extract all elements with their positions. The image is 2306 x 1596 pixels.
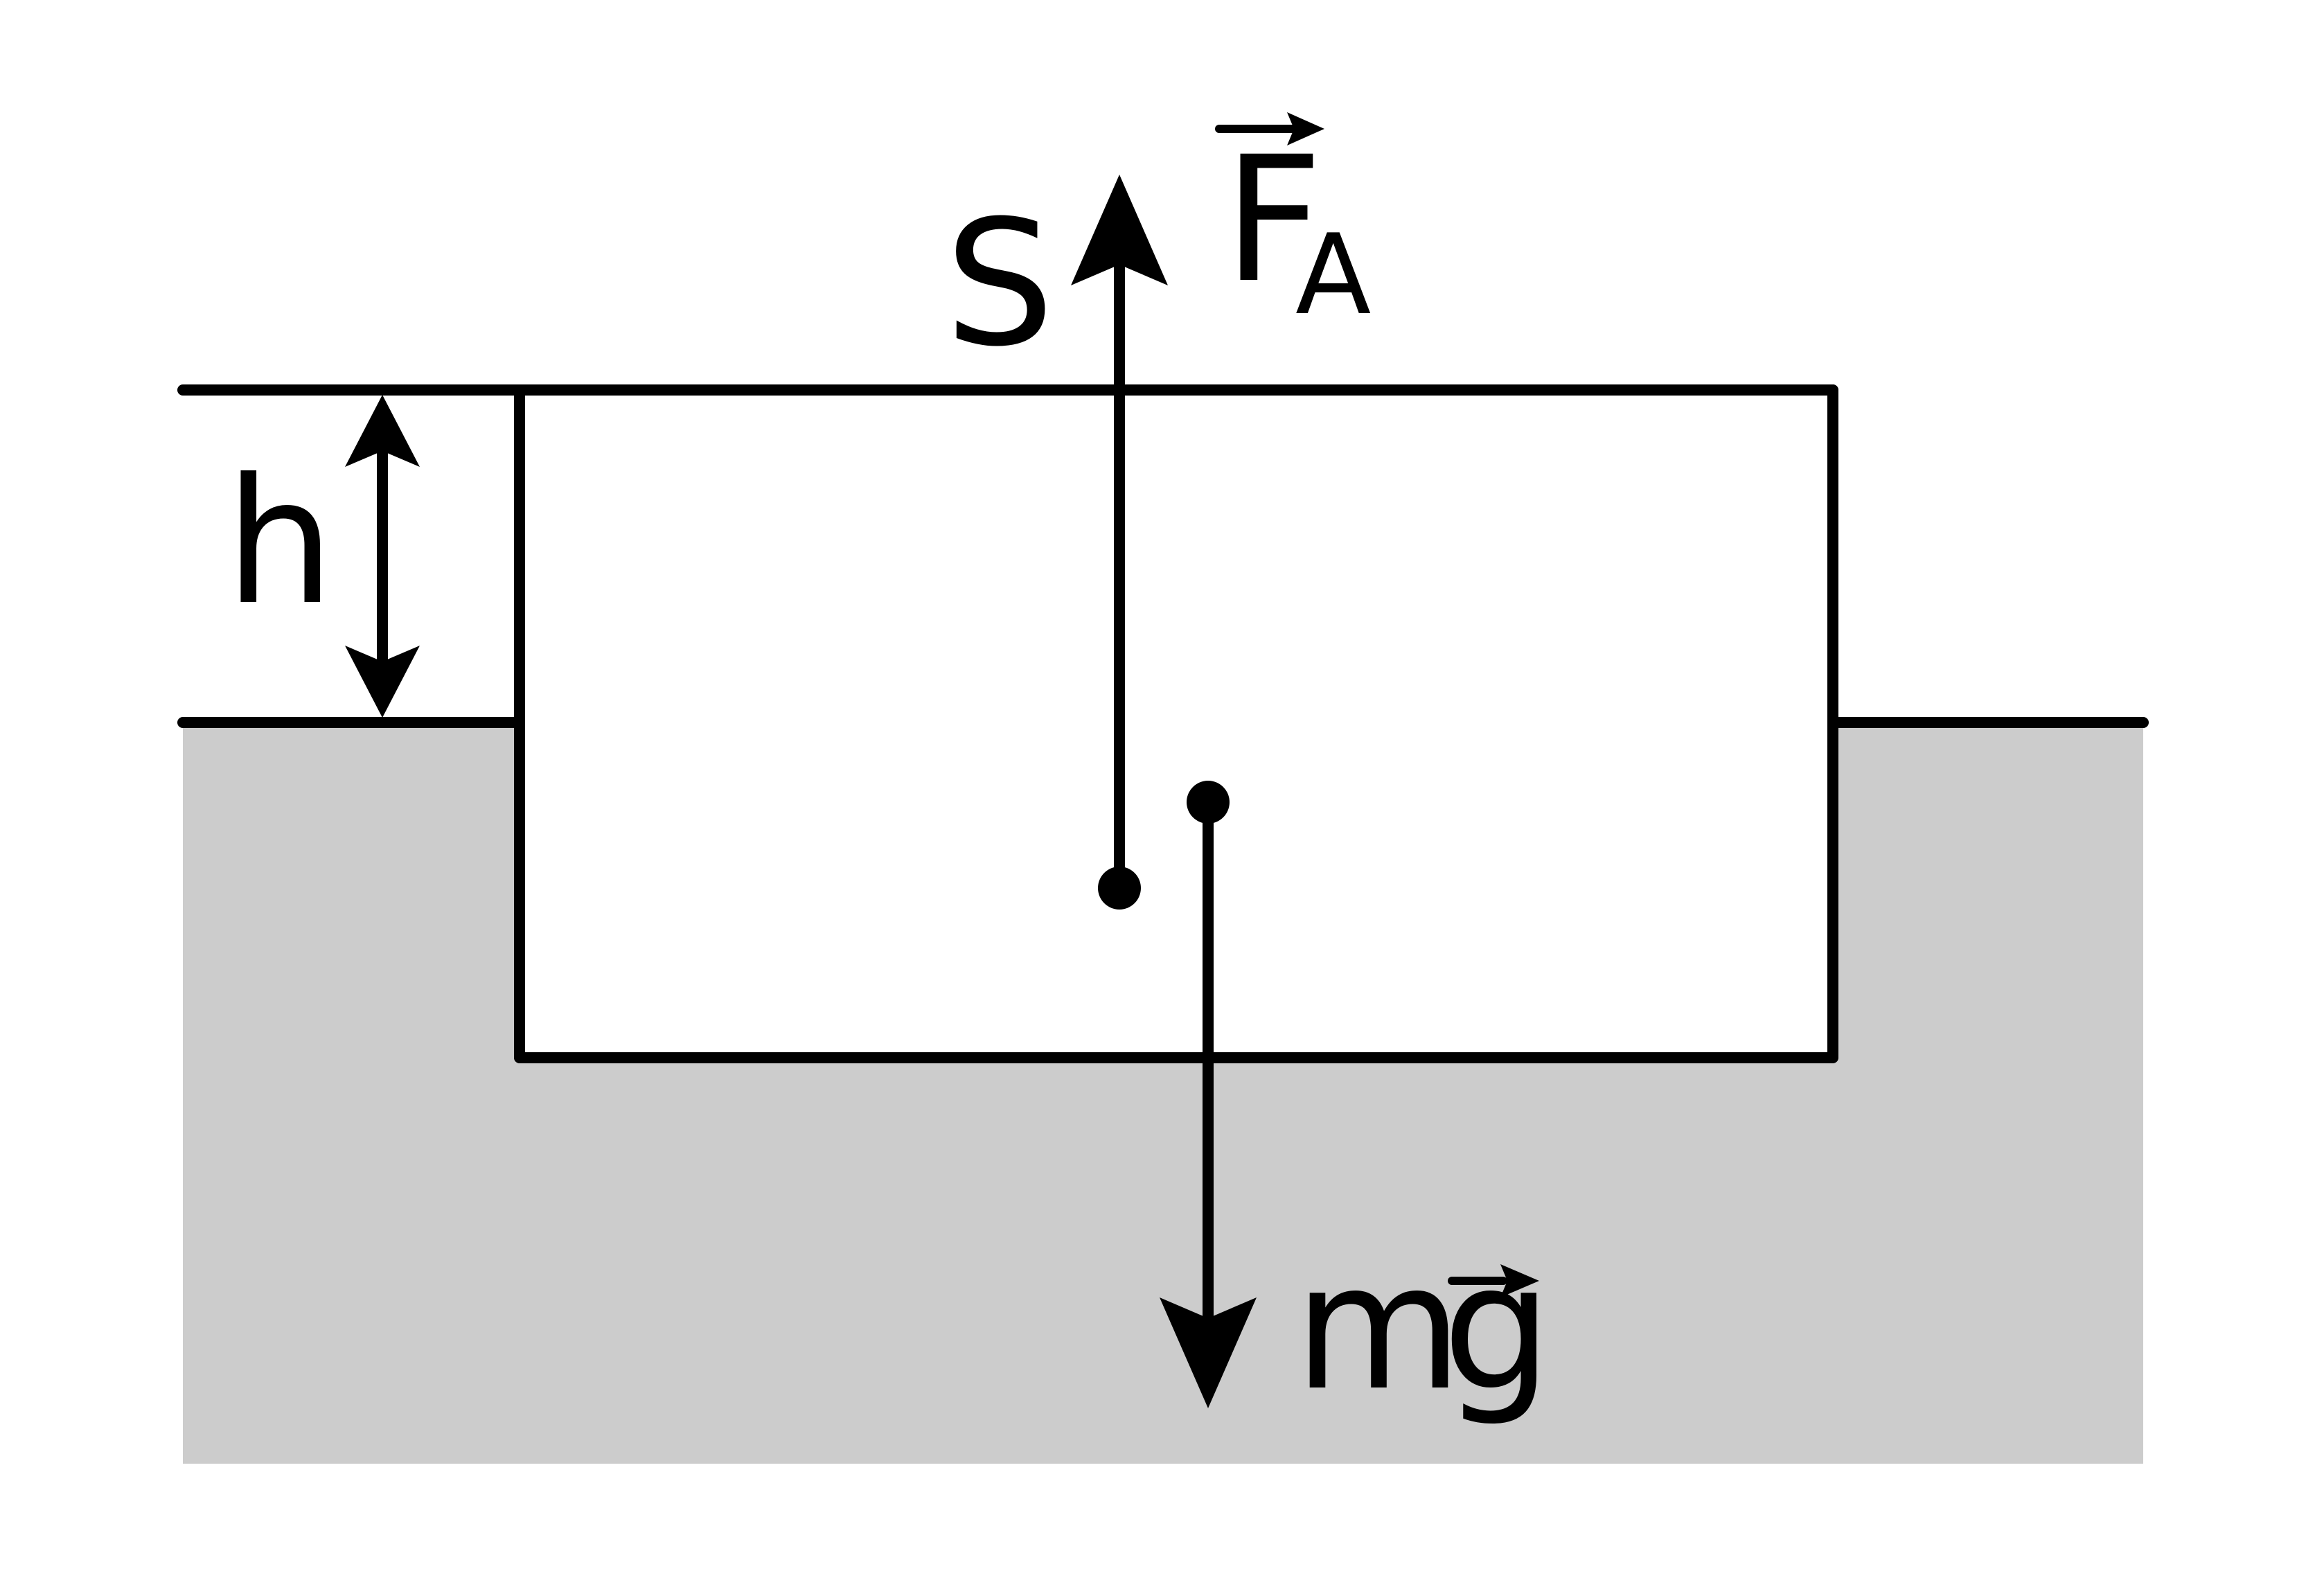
floating-block [514,384,1838,1063]
weight-mass-symbol: m [1294,1227,1463,1428]
weight-label: m g [1294,1227,1552,1428]
depth-dimension-arrow [345,395,420,718]
weight-arrow [1160,781,1257,1408]
buoyant-force-subscript: A [1295,210,1371,339]
vector-arrowhead-icon [1500,1264,1539,1297]
center-of-mass-point [1187,781,1230,824]
area-label: S [945,183,1055,384]
buoyancy-center-point [1098,867,1141,910]
buoyant-force-arrow [1071,175,1168,910]
depth-label: h [225,441,335,643]
buoyant-force-symbol: F [1223,119,1323,321]
buoyant-force-label: F A [1215,112,1371,339]
vector-arrowhead-icon [1287,112,1324,145]
weight-gravity-symbol: g [1442,1227,1552,1428]
